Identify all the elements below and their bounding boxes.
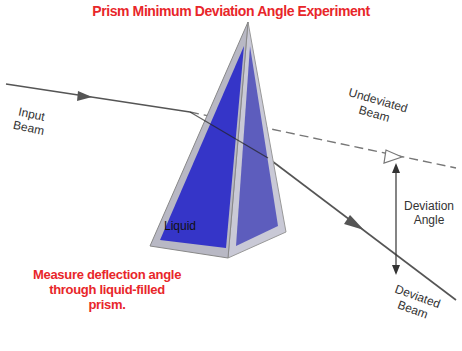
prism-front-liquid — [160, 46, 244, 248]
angle-label: Deviation Angle — [400, 200, 458, 228]
prism-label: Liquid — [164, 219, 196, 233]
diagram-title: Prism Minimum Deviation Angle Experiment — [0, 3, 462, 19]
hollow-arrowhead — [384, 150, 402, 163]
internal-beam — [190, 112, 268, 158]
arrowhead — [392, 163, 400, 173]
beam-label: Input Beam — [8, 104, 53, 139]
beam-label: Undeviated Beam — [338, 85, 415, 131]
prism-front-frame — [150, 22, 248, 258]
liquid-prism: Liquid — [148, 20, 288, 262]
angle-arrow — [395, 170, 396, 268]
arrowhead — [392, 265, 400, 275]
caption-note: Measure deflection angle through liquid-… — [32, 268, 182, 313]
arrowhead — [77, 91, 92, 101]
deviated-beam — [268, 158, 456, 300]
arrowhead — [344, 215, 364, 230]
